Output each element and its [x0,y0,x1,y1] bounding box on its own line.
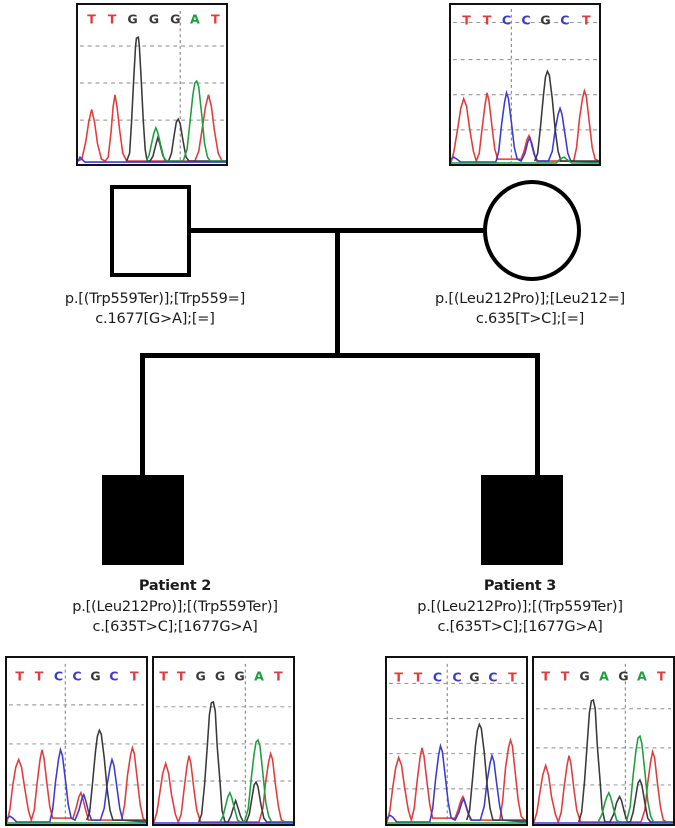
descent-line-vertical [335,228,340,355]
svg-text:C: C [109,668,118,683]
chromatogram-patient2-c1677: T T G G G A T [152,656,295,826]
mother-protein-change: p.[(Leu212Pro)];[Leu212=] [434,291,625,307]
father-protein-change: p.[(Trp559Ter)];[Trp559=] [64,291,246,307]
svg-text:G: G [579,668,589,683]
svg-text:G: G [127,12,137,27]
svg-text:T: T [177,668,186,683]
svg-text:G: G [170,12,180,27]
svg-text:T: T [130,668,139,683]
svg-text:C: C [452,669,461,684]
svg-text:T: T [508,669,517,684]
sibship-drop-patient2 [140,353,145,477]
chromatogram-patient2-c635: T T C C G C T [5,656,148,826]
svg-text:T: T [274,668,283,683]
pedigree-symbol-father [110,185,191,277]
svg-text:A: A [599,668,609,683]
pedigree-symbol-mother [483,180,581,281]
svg-text:T: T [483,12,492,27]
svg-text:T: T [657,668,666,683]
patient-3-protein-change: p.[(Leu212Pro)];[(Trp559Ter)] [417,599,623,615]
svg-text:C: C [521,12,530,27]
svg-text:T: T [414,669,423,684]
svg-text:G: G [540,12,550,27]
svg-text:G: G [90,668,100,683]
svg-text:G: G [234,668,244,683]
svg-text:T: T [35,668,44,683]
pedigree-symbol-patient-3 [481,475,563,565]
svg-text:A: A [637,668,647,683]
patient-3-coding-change: c.[635T>C];[1677G>A] [437,619,603,635]
svg-text:T: T [211,12,220,27]
father-coding-change: c.1677[G>A];[=] [95,311,215,327]
sibship-line-horizontal [140,353,540,358]
chromatogram-mother: T T C C G C T [449,3,601,166]
svg-text:C: C [560,12,569,27]
svg-text:G: G [149,12,159,27]
chromatogram-patient3-c635: T T C C G C T [385,656,528,826]
patient-2-protein-change: p.[(Leu212Pro)];[(Trp559Ter)] [72,599,278,615]
svg-text:C: C [72,668,81,683]
patient-2-name: Patient 2 [138,578,212,594]
pedigree-symbol-patient-2 [102,475,184,565]
svg-text:C: C [502,12,511,27]
svg-text:G: G [618,668,628,683]
svg-text:T: T [159,668,168,683]
svg-text:C: C [488,669,497,684]
svg-text:T: T [108,12,117,27]
svg-text:C: C [433,669,442,684]
patient-2-coding-change: c.[635T>C];[1677G>A] [92,619,258,635]
svg-text:A: A [254,668,264,683]
svg-text:T: T [15,668,24,683]
chromatogram-patient3-c1677: T T G A G A T [532,656,675,826]
svg-text:G: G [195,668,205,683]
svg-text:T: T [394,669,403,684]
sibship-drop-patient3 [535,353,540,477]
svg-text:T: T [561,668,570,683]
svg-text:T: T [87,12,96,27]
svg-text:A: A [190,12,200,27]
svg-text:T: T [541,668,550,683]
svg-text:G: G [215,668,225,683]
svg-text:C: C [54,668,63,683]
chromatogram-father: T T G G G A T [76,3,228,166]
svg-text:T: T [582,12,591,27]
mother-coding-change: c.635[T>C];[=] [475,311,585,327]
svg-text:G: G [469,669,479,684]
svg-text:T: T [462,12,471,27]
patient-3-name: Patient 3 [483,578,557,594]
